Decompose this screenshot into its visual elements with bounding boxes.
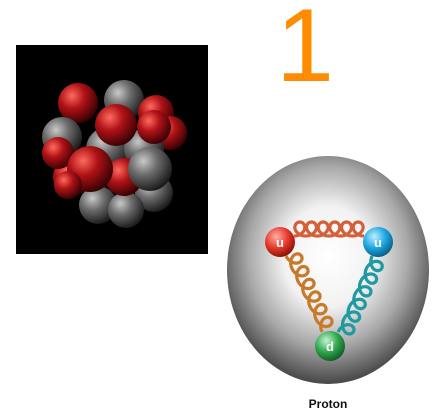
quark-label: u xyxy=(374,235,382,250)
proton-illustration: u u d xyxy=(227,156,429,384)
quark-down: d xyxy=(315,331,345,361)
nucleus-illustration xyxy=(42,80,187,228)
proton-sphere xyxy=(42,137,74,169)
proton-diagram: u u d xyxy=(222,150,434,415)
proton-sphere xyxy=(58,83,98,123)
proton-sphere xyxy=(95,104,137,146)
proton-sphere xyxy=(54,171,82,199)
neutron-sphere xyxy=(108,192,144,228)
neutron-sphere xyxy=(79,186,117,224)
quark-sphere xyxy=(265,227,295,257)
quark-label: d xyxy=(326,339,334,354)
quark-up-right: u xyxy=(363,227,393,257)
atomic-nucleus-image xyxy=(16,45,208,254)
proton-sphere-outline xyxy=(227,156,429,384)
proton-caption: Proton xyxy=(308,397,348,411)
quark-up-left: u xyxy=(265,227,295,257)
gluon-spring-left xyxy=(284,252,334,333)
nucleon-cluster xyxy=(42,80,187,228)
proton-sphere xyxy=(137,110,171,144)
quark-label: u xyxy=(276,235,284,250)
gluon-spring-top xyxy=(293,220,365,238)
neutron-sphere xyxy=(128,147,172,191)
gluon-spring-right xyxy=(336,255,384,336)
figure-number: 1 xyxy=(276,0,334,104)
quark-sphere xyxy=(363,227,393,257)
quark-sphere xyxy=(315,331,345,361)
